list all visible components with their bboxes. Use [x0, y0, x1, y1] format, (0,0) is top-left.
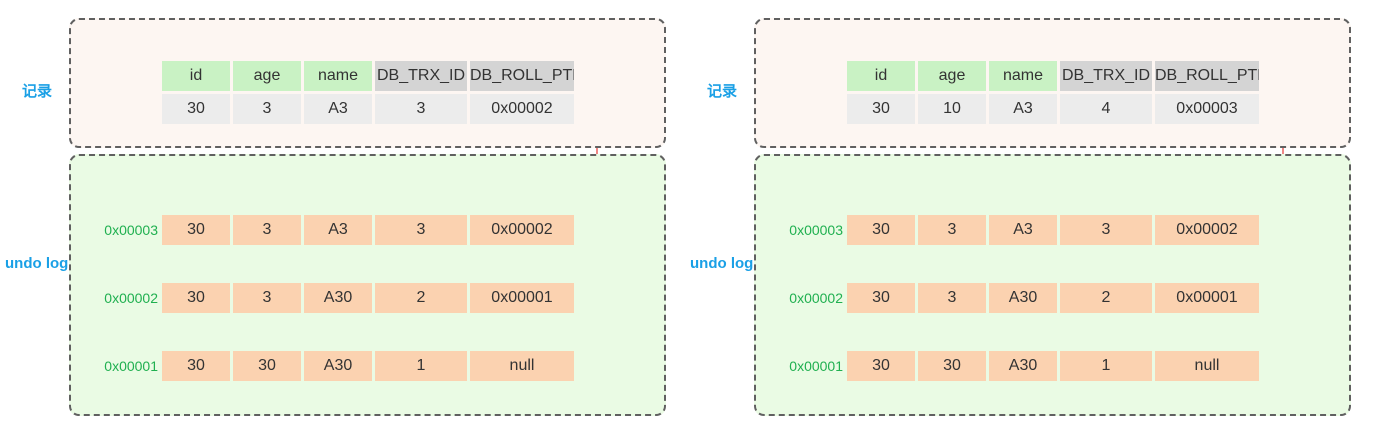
record-cell: A3	[989, 94, 1057, 124]
undo-cell: 1	[375, 351, 467, 381]
undo-cell: A30	[989, 351, 1057, 381]
undo-cell: 30	[918, 351, 986, 381]
undo-cell: 2	[375, 283, 467, 313]
record-cell: 0x00002	[470, 94, 574, 124]
undo-cell: null	[1155, 351, 1259, 381]
undo-cell: 0x00001	[1155, 283, 1259, 313]
column-header-name: name	[989, 61, 1057, 91]
record-label: 记录	[707, 83, 738, 100]
undo-cell: 3	[233, 283, 301, 313]
column-header-age: age	[918, 61, 986, 91]
undo-cell: 3	[918, 283, 986, 313]
column-header-id: id	[847, 61, 915, 91]
undo-cell: 30	[847, 351, 915, 381]
record-label: 记录	[22, 83, 53, 100]
undo-cell: A3	[989, 215, 1057, 245]
undo-cell: 30	[162, 283, 230, 313]
record-cell: 30	[847, 94, 915, 124]
undo-row-address: 0x00002	[104, 290, 158, 306]
undo-cell: A30	[989, 283, 1057, 313]
column-header-id: id	[162, 61, 230, 91]
column-header-db-trx-id: DB_TRX_ID	[375, 61, 467, 91]
undo-log-label: undo log	[690, 255, 754, 272]
record-cell: 30	[162, 94, 230, 124]
undo-cell: 30	[847, 215, 915, 245]
undo-cell: 3	[918, 215, 986, 245]
record-cell: A3	[304, 94, 372, 124]
column-header-db-trx-id: DB_TRX_ID	[1060, 61, 1152, 91]
record-cell: 3	[233, 94, 301, 124]
undo-cell: 3	[233, 215, 301, 245]
undo-cell: 30	[847, 283, 915, 313]
undo-cell: A30	[304, 351, 372, 381]
undo-cell: 3	[1060, 215, 1152, 245]
undo-log-label: undo log	[5, 255, 69, 272]
undo-cell: 0x00002	[470, 215, 574, 245]
record-cell: 10	[918, 94, 986, 124]
record-cell: 0x00003	[1155, 94, 1259, 124]
column-header-name: name	[304, 61, 372, 91]
column-header-age: age	[233, 61, 301, 91]
undo-cell: 30	[162, 351, 230, 381]
undo-row-address: 0x00001	[789, 358, 843, 374]
undo-cell: A30	[304, 283, 372, 313]
undo-row-address: 0x00003	[789, 222, 843, 238]
undo-cell: null	[470, 351, 574, 381]
undo-row-address: 0x00003	[104, 222, 158, 238]
undo-row-address: 0x00002	[789, 290, 843, 306]
undo-cell: 0x00001	[470, 283, 574, 313]
undo-cell: 2	[1060, 283, 1152, 313]
undo-cell: 30	[233, 351, 301, 381]
record-cell: 3	[375, 94, 467, 124]
undo-cell: 0x00002	[1155, 215, 1259, 245]
undo-cell: A3	[304, 215, 372, 245]
undo-row-address: 0x00001	[104, 358, 158, 374]
column-header-db-roll-ptr: DB_ROLL_PTR	[470, 61, 574, 91]
undo-cell: 3	[375, 215, 467, 245]
record-cell: 4	[1060, 94, 1152, 124]
undo-cell: 30	[162, 215, 230, 245]
column-header-db-roll-ptr: DB_ROLL_PTR	[1155, 61, 1259, 91]
undo-cell: 1	[1060, 351, 1152, 381]
